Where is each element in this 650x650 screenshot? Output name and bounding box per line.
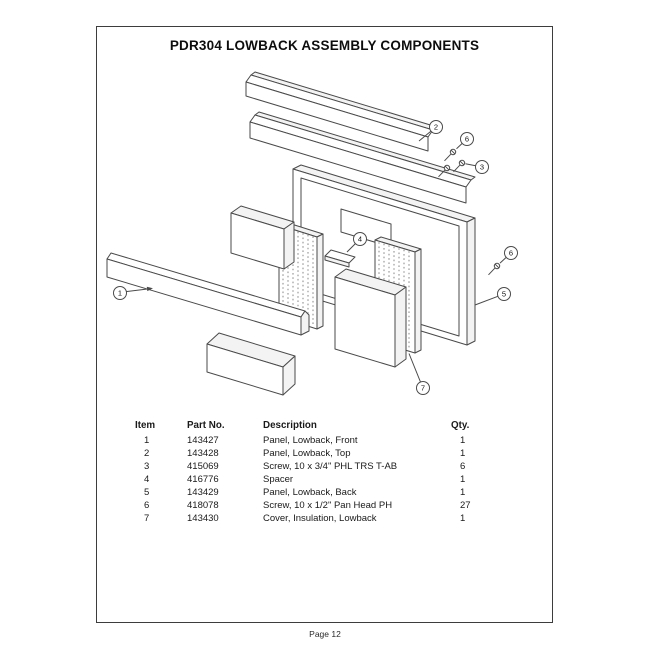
cell-qty: 6 bbox=[460, 461, 466, 472]
cell-item: 3 bbox=[144, 461, 150, 472]
cell-description: Screw, 10 x 3/4" PHL TRS T-AB bbox=[263, 461, 398, 472]
screw-icon bbox=[488, 262, 501, 276]
table-row: 6 418078 Screw, 10 x 1/2" Pan Head PH 27 bbox=[135, 499, 519, 512]
svg-text:1: 1 bbox=[118, 289, 122, 298]
page-number: Page 12 bbox=[309, 629, 341, 639]
parts-table-header-row: Item Part No. Description Qty. bbox=[135, 418, 519, 434]
callout-6-right: 6 bbox=[499, 246, 518, 264]
assembly-diagram-svg: 1 2 6 3 6 bbox=[106, 71, 518, 396]
svg-text:4: 4 bbox=[358, 235, 362, 244]
svg-text:6: 6 bbox=[509, 249, 513, 258]
callout-1: 1 bbox=[113, 286, 153, 300]
svg-text:5: 5 bbox=[502, 290, 506, 299]
header-item: Item bbox=[135, 420, 156, 431]
exploded-assembly-diagram: 1 2 6 3 6 bbox=[103, 57, 547, 421]
parts-table: Item Part No. Description Qty. 1 143427 … bbox=[135, 418, 519, 525]
table-row: 3 415069 Screw, 10 x 3/4" PHL TRS T-AB 6 bbox=[135, 460, 519, 473]
cell-description: Panel, Lowback, Front bbox=[263, 435, 358, 446]
screw-icon bbox=[453, 159, 466, 173]
part-insulation-block-left bbox=[230, 205, 295, 270]
cell-part-no: 418078 bbox=[187, 500, 219, 511]
callout-7: 7 bbox=[408, 353, 430, 395]
screw-icon bbox=[438, 164, 451, 178]
callout-6-top: 6 bbox=[456, 132, 474, 150]
part-front-panel-return bbox=[206, 332, 296, 396]
part-spacer bbox=[324, 249, 356, 268]
cell-item: 2 bbox=[144, 448, 150, 459]
svg-text:6: 6 bbox=[465, 135, 469, 144]
cell-part-no: 143427 bbox=[187, 435, 219, 446]
cell-item: 6 bbox=[144, 500, 150, 511]
svg-text:7: 7 bbox=[421, 384, 425, 393]
header-qty: Qty. bbox=[451, 420, 470, 431]
cell-description: Panel, Lowback, Back bbox=[263, 487, 357, 498]
page-border-frame: PDR304 LOWBACK ASSEMBLY COMPONENTS bbox=[96, 26, 553, 623]
screw-icon bbox=[444, 148, 457, 162]
cell-description: Spacer bbox=[263, 474, 294, 485]
cell-description: Cover, Insulation, Lowback bbox=[263, 513, 377, 524]
table-row: 7 143430 Cover, Insulation, Lowback 1 bbox=[135, 512, 519, 525]
svg-text:3: 3 bbox=[480, 163, 484, 172]
svg-text:2: 2 bbox=[434, 123, 438, 132]
cell-qty: 1 bbox=[460, 474, 466, 485]
part-panel-lowback-front bbox=[106, 252, 310, 336]
table-row: 1 143427 Panel, Lowback, Front 1 bbox=[135, 434, 519, 447]
screw-icons bbox=[438, 148, 501, 276]
cell-item: 4 bbox=[144, 474, 150, 485]
part-top-rail-lower bbox=[249, 111, 476, 204]
cell-item: 7 bbox=[144, 513, 150, 524]
table-row: 2 143428 Panel, Lowback, Top 1 bbox=[135, 447, 519, 460]
cell-qty: 1 bbox=[460, 448, 466, 459]
part-insulation-block-right bbox=[334, 268, 407, 368]
cell-part-no: 416776 bbox=[187, 474, 219, 485]
callout-3: 3 bbox=[465, 160, 489, 174]
cell-qty: 1 bbox=[460, 513, 466, 524]
cell-qty: 1 bbox=[460, 435, 466, 446]
table-row: 5 143429 Panel, Lowback, Back 1 bbox=[135, 486, 519, 499]
cell-part-no: 143428 bbox=[187, 448, 219, 459]
cell-item: 1 bbox=[144, 435, 150, 446]
cell-part-no: 143429 bbox=[187, 487, 219, 498]
header-part-no: Part No. bbox=[187, 420, 225, 431]
cell-item: 5 bbox=[144, 487, 150, 498]
cell-part-no: 415069 bbox=[187, 461, 219, 472]
page-title: PDR304 LOWBACK ASSEMBLY COMPONENTS bbox=[169, 38, 480, 53]
header-description: Description bbox=[263, 420, 317, 431]
callout-2: 2 bbox=[418, 120, 443, 142]
table-row: 4 416776 Spacer 1 bbox=[135, 473, 519, 486]
callout-5: 5 bbox=[474, 287, 511, 306]
cell-qty: 27 bbox=[460, 500, 471, 511]
cell-description: Panel, Lowback, Top bbox=[263, 448, 351, 459]
cell-qty: 1 bbox=[460, 487, 466, 498]
cell-description: Screw, 10 x 1/2" Pan Head PH bbox=[263, 500, 393, 511]
callout-4: 4 bbox=[346, 232, 367, 253]
cell-part-no: 143430 bbox=[187, 513, 219, 524]
